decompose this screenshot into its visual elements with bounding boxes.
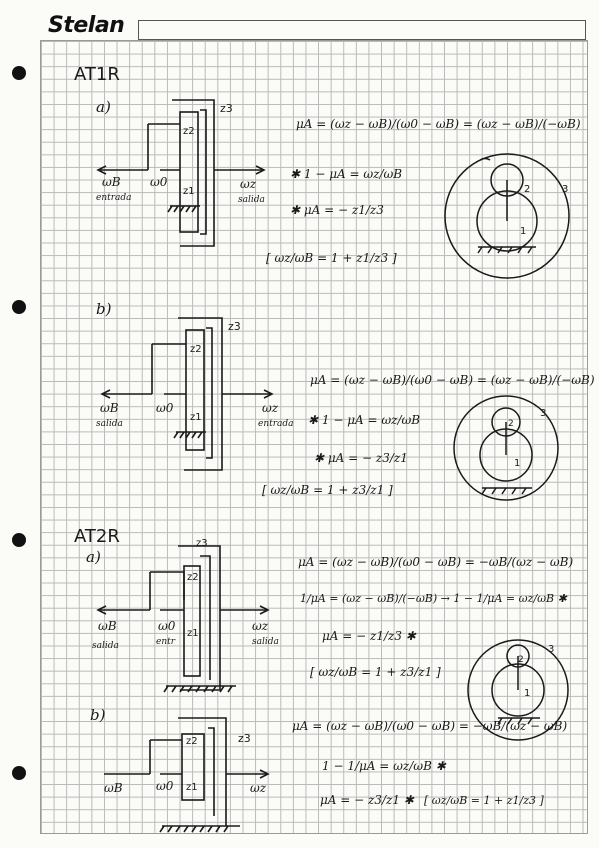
diagram-number: 2 [524,184,530,195]
boxed-result: [ ωz/ωB = 1 + z3/z1 ] [310,665,441,679]
tooth-count-label: z2 [187,572,199,583]
speed-note: entr [156,637,176,647]
speed-label: ωB [102,175,121,189]
gear-diagram-at2r-b [104,717,270,833]
equation: 1/μA = (ωz − ωB)/(−ωB) → 1 − 1/μA = ωz/ω… [300,592,568,605]
section-title-at2r: AT2R [74,526,120,547]
gear-diagram-at1r-a [96,99,266,247]
brand-logo: Stelan [48,13,125,38]
speed-note: salida [252,637,279,647]
speed-label: ω0 [156,401,174,415]
speed-label: ωz [262,401,279,415]
equation: 1 − 1/μA = ωz/ωB ✱ [322,759,447,773]
equation-mu: μA = (ωz − ωB)/(ω0 − ωB) = −ωB/(ωz − ωB) [292,719,567,733]
speed-label: ωz [250,781,267,795]
diagram-number: 3 [540,408,546,419]
diagram-number: 1 [524,688,530,699]
tooth-count-label: z1 [190,412,202,423]
tooth-count-label: z3 [228,320,241,333]
tooth-count-label: z1 [187,628,199,639]
speed-note: salida [92,641,119,651]
diagram-number: 2 [508,419,514,429]
tooth-count-label: z3 [238,732,251,745]
equation: ✱ μA = − z3/z1 [314,451,408,465]
diagram-number: 3 [548,644,554,655]
speed-label: ωB [104,781,123,795]
equation: μA = − z3/z1 ✱ [320,793,415,807]
equation: μA = − z1/z3 ✱ [322,629,417,643]
tooth-count-label: z1 [186,782,198,793]
equation-mu: μA = (ωz − ωB)/(ω0 − ωB) = (ωz − ωB)/(−ω… [296,117,581,131]
planetary-sketch [467,639,569,741]
gear-diagram-at1r-b [100,317,274,471]
tooth-count-label: z2 [183,126,195,137]
diagram-number: 1 [514,458,520,469]
section-title-at1r: AT1R [74,64,120,85]
gear-diagram-at2r-a [96,545,270,693]
boxed-result: [ ωz/ωB = 1 + z3/z1 ] [262,483,393,497]
binder-hole [12,766,26,780]
tooth-count-label: z3 [196,538,208,549]
speed-note: salida [238,195,265,205]
tooth-count-label: z2 [186,736,198,747]
binder-hole [12,300,26,314]
diagram-number: 1 [520,226,526,237]
subsection-label: b) [96,300,112,318]
subsection-label: a) [86,548,101,566]
speed-label: ωB [98,619,117,633]
speed-note: entrada [96,193,132,203]
boxed-result: [ ωz/ωB = 1 + z1/z3 ] [424,794,545,807]
speed-label: ωz [252,619,269,633]
speed-note: entrada [258,419,294,429]
binder-hole [12,66,26,80]
tooth-count-label: z2 [190,344,202,355]
planetary-sketch [444,153,570,279]
equation-mu: μA = (ωz − ωB)/(ω0 − ωB) = (ωz − ωB)/(−ω… [310,373,595,387]
speed-label: ω0 [158,619,176,633]
tooth-count-label: z3 [220,102,233,115]
grid-paper [40,40,588,834]
equation: ✱ 1 − μA = ωz/ωB [308,413,420,427]
header-box [138,20,586,40]
equation-mu: μA = (ωz − ωB)/(ω0 − ωB) = −ωB/(ωz − ωB) [298,555,573,569]
tooth-count-label: z1 [183,186,195,197]
speed-note: salida [96,419,123,429]
subsection-label: b) [90,706,106,724]
speed-label: ωB [100,401,119,415]
equation: ✱ μA = − z1/z3 [290,203,384,217]
binder-hole [12,533,26,547]
equation: ✱ 1 − μA = ωz/ωB [290,167,402,181]
diagram-number: 3 [562,184,568,195]
speed-label: ω0 [150,175,168,189]
boxed-result: [ ωz/ωB = 1 + z1/z3 ] [266,251,397,265]
diagram-number: 2 [518,655,524,665]
planetary-sketch [453,395,559,501]
speed-label: ωz [240,177,257,191]
speed-label: ω0 [156,779,174,793]
subsection-label: a) [96,98,111,116]
